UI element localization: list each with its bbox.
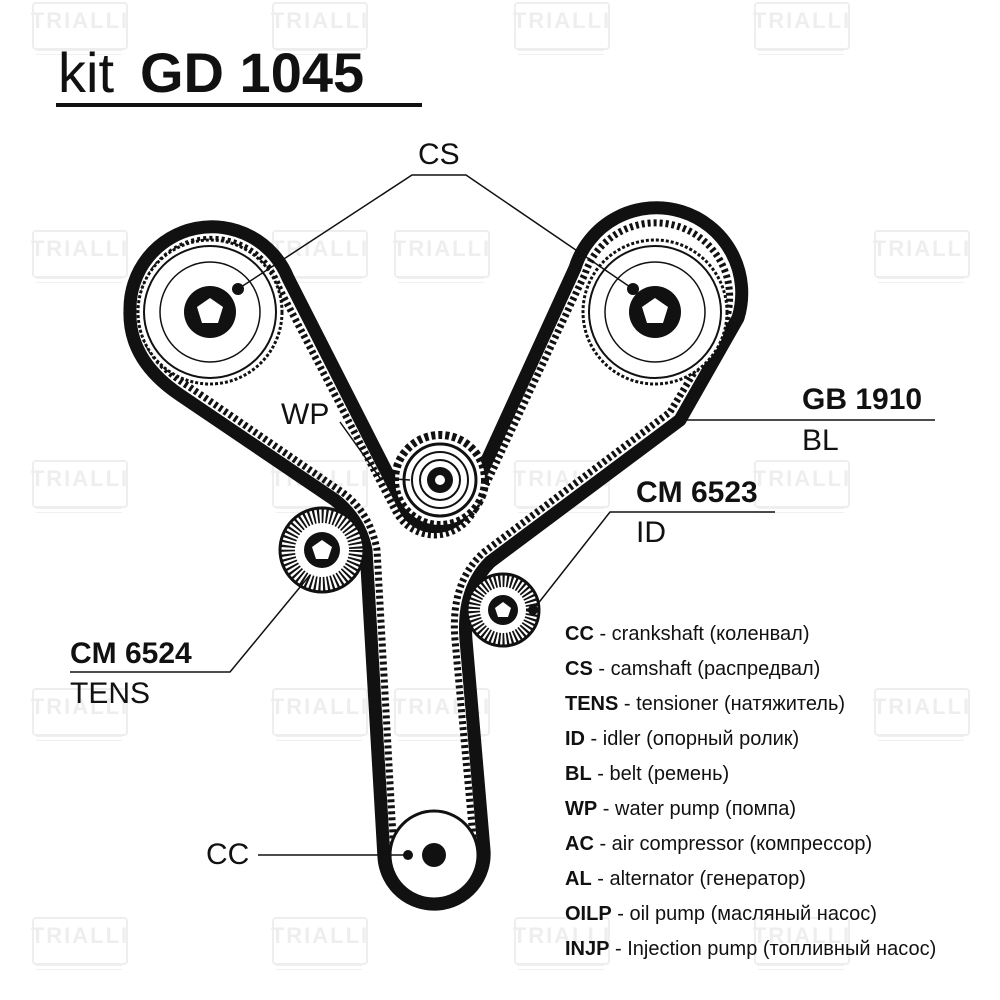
legend-item: INJP - Injection pump (топливный насос)	[565, 938, 937, 960]
camshaft-pulley-right	[581, 238, 729, 386]
watermark-text: TRIALLI	[752, 923, 852, 948]
legend-item: CC - crankshaft (коленвал)	[565, 623, 810, 645]
legend-item: BL - belt (ремень)	[565, 763, 730, 785]
wp-label: WP	[281, 398, 330, 431]
legend-item: WP - water pump (помпа)	[565, 798, 797, 820]
watermark-text: TRIALLI	[30, 8, 130, 33]
watermark-text: TRIALLI	[392, 236, 492, 261]
water-pump-pulley	[391, 431, 489, 529]
watermark-text: TRIALLI	[270, 923, 370, 948]
tensioner-abbr-label: TENS	[70, 677, 151, 710]
tensioner-leader	[70, 574, 311, 673]
legend-item: TENS - tensioner (натяжитель)	[565, 693, 846, 715]
trialli-watermark: TRIALLI	[30, 458, 130, 516]
watermark-text: TRIALLI	[30, 923, 130, 948]
trialli-watermark: TRIALLI	[392, 228, 492, 286]
watermark-text: TRIALLI	[872, 236, 972, 261]
leader-lines	[70, 174, 935, 856]
tensioner-pulley	[278, 506, 366, 594]
watermark-text: TRIALLI	[30, 466, 130, 491]
belt-abbr-label: BL	[802, 424, 839, 457]
trialli-watermark: TRIALLI	[270, 0, 370, 58]
trialli-watermark: TRIALLI	[30, 915, 130, 973]
watermark-text: TRIALLI	[752, 8, 852, 33]
legend-item: OILP - oil pump (масляный насос)	[565, 903, 877, 925]
kit-title: kit GD 1045	[58, 40, 364, 106]
legend-item: AL - alternator (генератор)	[565, 868, 806, 890]
kit-prefix: kit	[58, 41, 114, 104]
trialli-watermark: TRIALLI	[30, 686, 130, 744]
watermark-text: TRIALLI	[270, 8, 370, 33]
trialli-watermark: TRIALLI	[872, 228, 972, 286]
timing-belt	[123, 201, 749, 911]
trialli-watermark: TRIALLI	[512, 915, 612, 973]
belt-code-label: GB 1910	[802, 383, 923, 416]
watermark-text: TRIALLI	[512, 923, 612, 948]
idler-code-label: CM 6523	[636, 476, 758, 509]
idler-leader	[532, 511, 775, 611]
title-underline	[56, 103, 422, 107]
trialli-watermark: TRIALLI	[30, 0, 130, 58]
cs-leader-left	[237, 174, 634, 290]
camshaft-pulley-left	[136, 238, 284, 386]
trialli-watermark: TRIALLI	[30, 228, 130, 286]
watermark-text: TRIALLI	[30, 694, 130, 719]
watermark-text: TRIALLI	[270, 694, 370, 719]
cs-label: CS	[418, 138, 460, 171]
idler-abbr-label: ID	[636, 516, 666, 549]
wp-leader	[339, 421, 411, 481]
trialli-watermark: TRIALLI	[752, 915, 852, 973]
trialli-watermark: TRIALLI	[872, 686, 972, 744]
trialli-watermark: TRIALLI	[512, 0, 612, 58]
tensioner-code-label: CM 6524	[70, 637, 192, 670]
kit-code: GD 1045	[140, 41, 365, 104]
trialli-watermark: TRIALLI	[270, 915, 370, 973]
watermark-text: TRIALLI	[872, 694, 972, 719]
crankshaft-pulley	[388, 809, 480, 901]
watermark-text: TRIALLI	[752, 466, 852, 491]
trialli-watermark: TRIALLI	[270, 686, 370, 744]
idler-pulley	[465, 572, 541, 648]
cc-label: CC	[206, 838, 250, 871]
watermark-text: TRIALLI	[30, 236, 130, 261]
legend-item: CS - camshaft (распредвал)	[565, 658, 821, 680]
watermark-text: TRIALLI	[512, 8, 612, 33]
trialli-watermark: TRIALLI	[752, 458, 852, 516]
legend-item: ID - idler (опорный ролик)	[565, 728, 800, 750]
legend-item: AC - air compressor (компрессор)	[565, 833, 873, 855]
trialli-watermark: TRIALLI	[752, 0, 852, 58]
